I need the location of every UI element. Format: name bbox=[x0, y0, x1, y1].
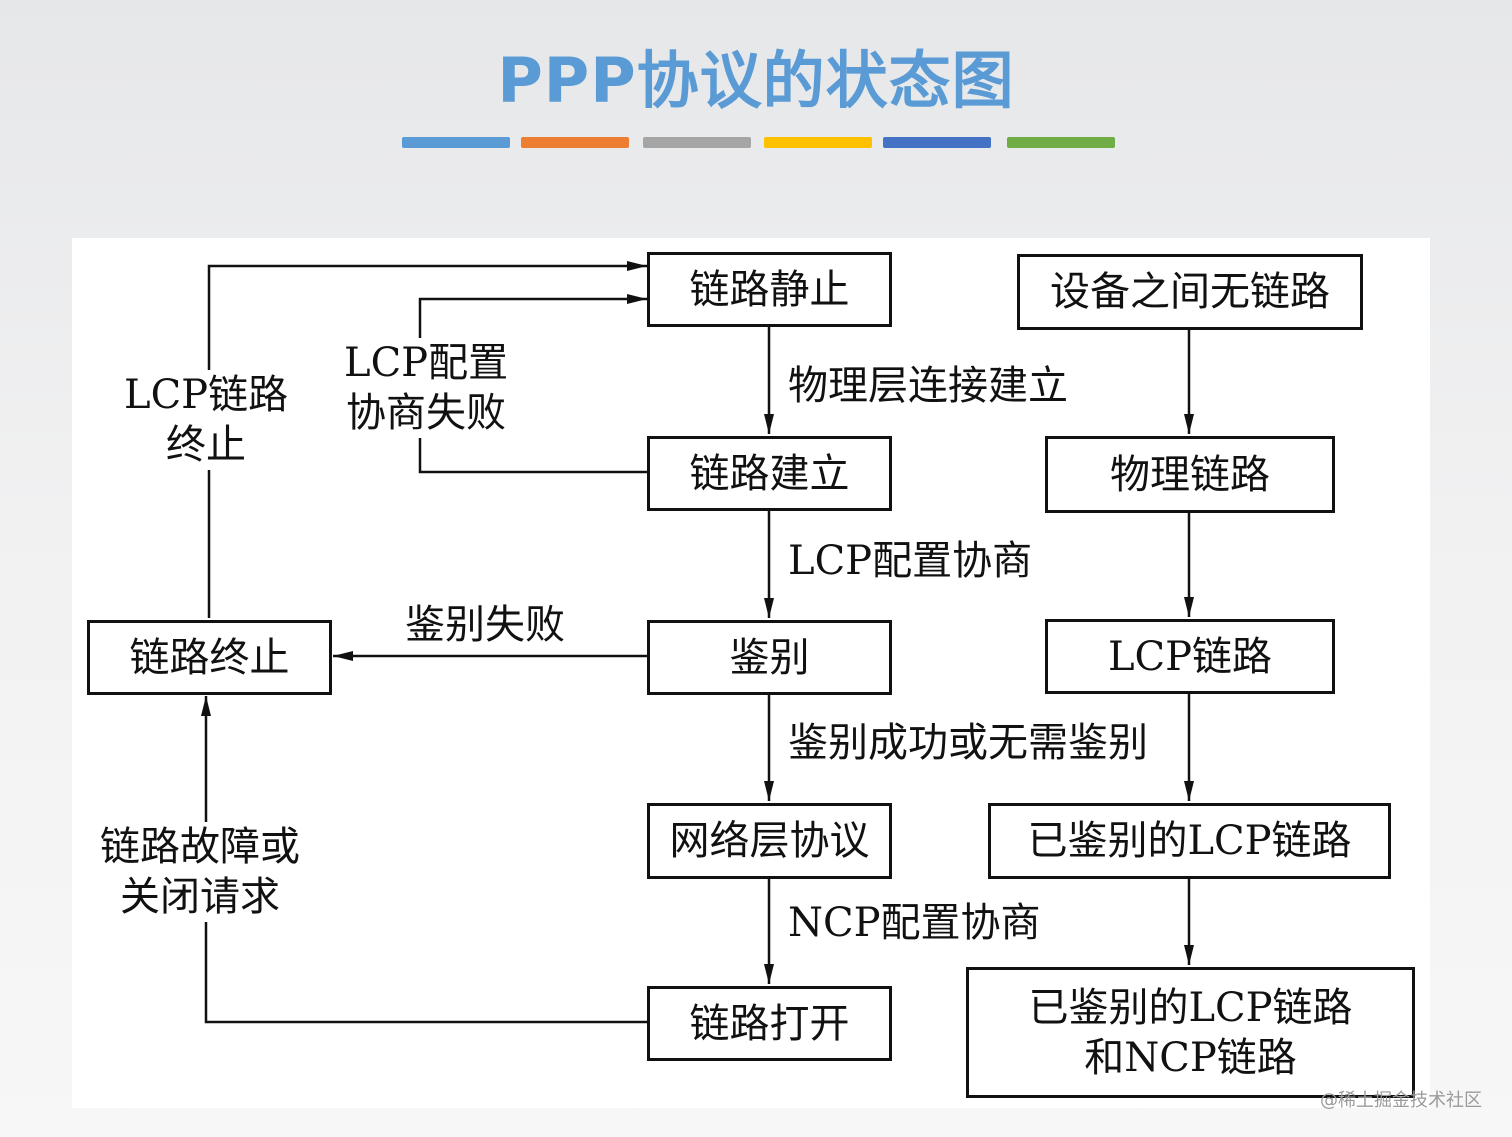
state-network-protocol: 网络层协议 bbox=[647, 803, 892, 879]
page-title: PPP协议的状态图 bbox=[497, 44, 1015, 117]
link-auth-lcp-ncp: 已鉴别的LCP链路 和NCP链路 bbox=[966, 967, 1415, 1098]
label-auth-fail: 鉴别失败 bbox=[405, 602, 565, 648]
label-lcp-terminate: LCP链路 终止 bbox=[120, 370, 293, 470]
edge-lcp-terminate bbox=[207, 261, 647, 618]
link-no-link: 设备之间无链路 bbox=[1017, 254, 1363, 330]
color-bar-1 bbox=[402, 137, 510, 148]
link-auth-lcp: 已鉴别的LCP链路 bbox=[988, 803, 1391, 879]
watermark: @稀土掘金技术社区 bbox=[1320, 1090, 1482, 1111]
color-bar-4 bbox=[764, 137, 872, 148]
label-fault-close: 链路故障或 关闭请求 bbox=[96, 822, 304, 922]
color-bar-2 bbox=[521, 137, 629, 148]
edge-fault-close bbox=[201, 696, 647, 1024]
state-link-terminate: 链路终止 bbox=[87, 620, 332, 695]
label-ncp-negotiation: NCP配置协商 bbox=[788, 900, 1041, 946]
color-bar-6 bbox=[1007, 137, 1115, 148]
state-link-open: 链路打开 bbox=[647, 986, 892, 1061]
link-lcp: LCP链路 bbox=[1045, 619, 1335, 694]
state-authenticate: 鉴别 bbox=[647, 620, 892, 695]
label-auth-success: 鉴别成功或无需鉴别 bbox=[788, 720, 1148, 766]
color-bar-3 bbox=[643, 137, 751, 148]
label-lcp-negotiation: LCP配置协商 bbox=[788, 538, 1033, 584]
label-lcp-fail: LCP配置 协商失败 bbox=[338, 338, 515, 438]
state-link-establish: 链路建立 bbox=[647, 436, 892, 511]
link-physical: 物理链路 bbox=[1045, 436, 1335, 513]
state-link-dead: 链路静止 bbox=[647, 252, 892, 327]
label-physical-established: 物理层连接建立 bbox=[788, 363, 1068, 409]
color-bar-5 bbox=[883, 137, 991, 148]
